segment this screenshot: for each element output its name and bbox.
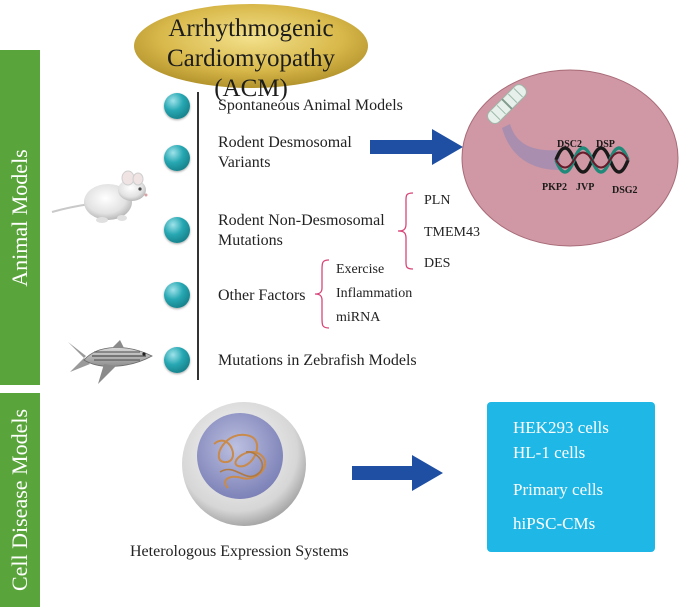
gene-dsp: DSP — [596, 139, 615, 150]
arrow-to-desmosome — [370, 129, 463, 165]
mouse-icon — [51, 170, 148, 223]
desmosome-ellipse — [461, 69, 679, 247]
gene-pkp2: PKP2 — [542, 182, 567, 193]
zebrafish-icon — [68, 340, 153, 384]
gene-pln: PLN — [424, 193, 451, 208]
cell-type-hipsc-cms: hiPSC-CMs — [513, 514, 596, 533]
gene-dsc2: DSC2 — [557, 139, 582, 150]
animal-models-label: Animal Models — [7, 148, 32, 287]
gene-dsg2: DSG2 — [612, 185, 638, 196]
label-rodent-non-desmosomal-1: Rodent Non-Desmosomal — [218, 212, 385, 229]
gene-tmem43: TMEM43 — [424, 225, 480, 240]
arrow-to-cell-types — [352, 455, 443, 491]
bullet-zebrafish — [164, 347, 190, 373]
cell-disease-models-label: Cell Disease Models — [7, 408, 32, 592]
factor-exercise: Exercise — [336, 262, 385, 277]
cell-type-primary: Primary cells — [513, 480, 604, 499]
label-rodent-desmosomal-2: Variants — [218, 154, 271, 171]
cell-sphere-icon — [182, 402, 306, 526]
cell-disease-models-sidebar: Cell Disease Models — [0, 393, 40, 607]
cell-type-hl1: HL-1 cells — [513, 443, 586, 462]
dna-helix-icon — [554, 146, 630, 174]
non-desmosomal-bracket — [397, 192, 414, 270]
label-heterologous: Heterologous Expression Systems — [130, 543, 349, 560]
bullet-other-factors — [164, 282, 190, 308]
animal-models-sidebar: Animal Models — [0, 50, 40, 385]
label-rodent-non-desmosomal-2: Mutations — [218, 232, 283, 249]
title-line-1: Arrhythmogenic Cardiomyopathy — [166, 15, 336, 72]
diagram-title: Arrhythmogenic Cardiomyopathy (ACM) — [132, 14, 370, 104]
title-oval — [134, 4, 368, 88]
gene-des: DES — [424, 256, 451, 271]
other-factors-bracket — [314, 259, 330, 329]
label-zebrafish: Mutations in Zebrafish Models — [218, 352, 417, 369]
cell-types-box: HEK293 cells HL-1 cells Primary cells hi… — [487, 402, 655, 552]
bullet-spontaneous — [164, 93, 190, 119]
gene-jvp: JVP — [576, 182, 594, 193]
bullet-rodent-non-desmosomal — [164, 217, 190, 243]
label-spontaneous: Spontaneous Animal Models — [218, 97, 403, 114]
cell-type-hek293: HEK293 cells — [513, 418, 609, 437]
label-other-factors: Other Factors — [218, 287, 306, 304]
animal-list-divider — [197, 92, 199, 380]
chromosome-icon — [487, 84, 527, 124]
factor-inflammation: Inflammation — [336, 286, 413, 301]
desmosome-gene-labels: DSC2 DSP PKP2 JVP DSG2 — [542, 139, 638, 196]
bullet-rodent-desmosomal — [164, 145, 190, 171]
factor-mirna: miRNA — [336, 310, 381, 325]
title-line-2: (ACM) — [214, 75, 288, 102]
label-rodent-desmosomal-1: Rodent Desmosomal — [218, 134, 352, 151]
